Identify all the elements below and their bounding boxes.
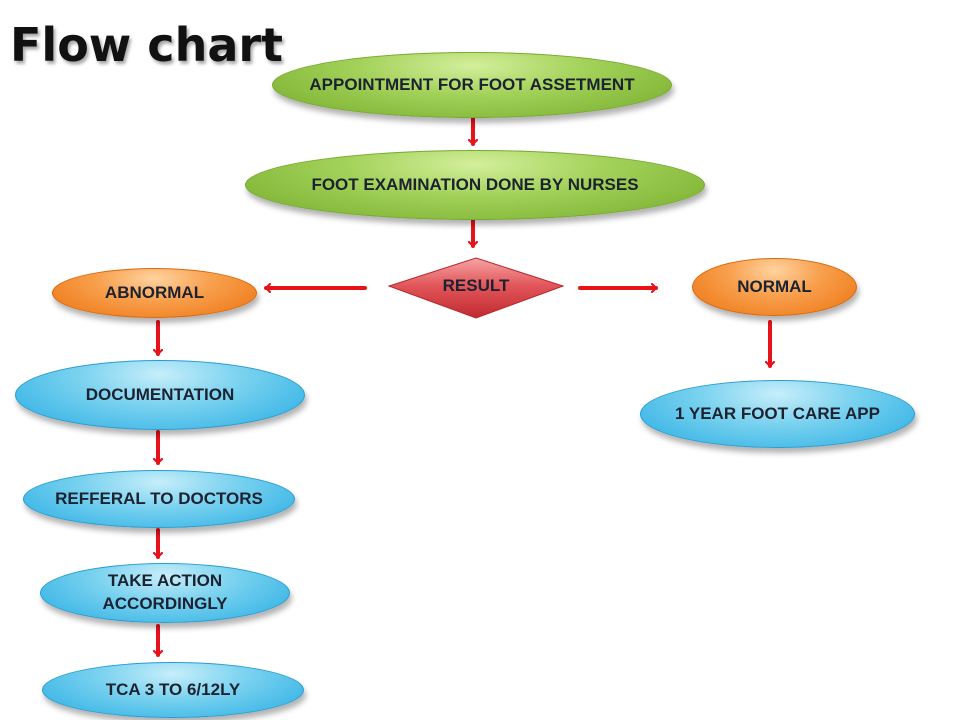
node-tca: TCA 3 TO 6/12LY xyxy=(42,662,304,718)
node-foot-examination: FOOT EXAMINATION DONE BY NURSES xyxy=(245,150,705,220)
node-normal: NORMAL xyxy=(692,258,857,316)
page-title: Flow chart xyxy=(10,18,284,72)
node-year-foot-care-app: 1 YEAR FOOT CARE APP xyxy=(640,380,915,448)
node-referral-to-doctors: REFFERAL TO DOCTORS xyxy=(23,470,295,528)
node-result-label: RESULT xyxy=(442,276,510,295)
node-result-decision: RESULT xyxy=(385,255,567,321)
node-take-action: TAKE ACTION ACCORDINGLY xyxy=(40,563,290,623)
node-documentation: DOCUMENTATION xyxy=(15,360,305,430)
node-appointment: APPOINTMENT FOR FOOT ASSETMENT xyxy=(272,52,672,118)
node-abnormal: ABNORMAL xyxy=(52,268,257,318)
